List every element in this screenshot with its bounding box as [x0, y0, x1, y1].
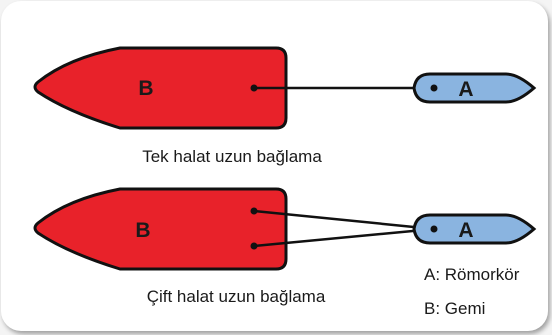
single-line-towing: B A Tek halat uzun bağlama [33, 46, 537, 166]
tug-label-top: A [458, 78, 473, 101]
ship-bollard [250, 84, 258, 92]
legend: A: Römorkör B: Gemi [424, 265, 520, 318]
ship-label-top: B [138, 77, 153, 100]
ship-label-bottom: B [135, 219, 150, 242]
tug-a-hull-bottom [412, 213, 537, 245]
caption-single: Tek halat uzun bağlama [142, 147, 322, 166]
tow-line-upper [253, 209, 435, 231]
tug-hook-bottom [430, 225, 438, 233]
ship-b-hull-top [33, 46, 288, 130]
ship-b-hull-bottom [33, 187, 288, 271]
ship-bollard-upper [250, 207, 258, 215]
double-line-towing: B A Çift halat uzun bağlama [33, 187, 537, 306]
caption-double: Çift halat uzun bağlama [147, 287, 326, 306]
tug-label-bottom: A [458, 219, 473, 242]
legend-b: B: Gemi [424, 299, 485, 318]
tow-line-lower [253, 227, 435, 248]
tug-a-hull-top [412, 72, 537, 104]
tug-hook [430, 84, 438, 92]
ship-bollard-lower [250, 242, 258, 250]
legend-a: A: Römorkör [424, 265, 520, 284]
